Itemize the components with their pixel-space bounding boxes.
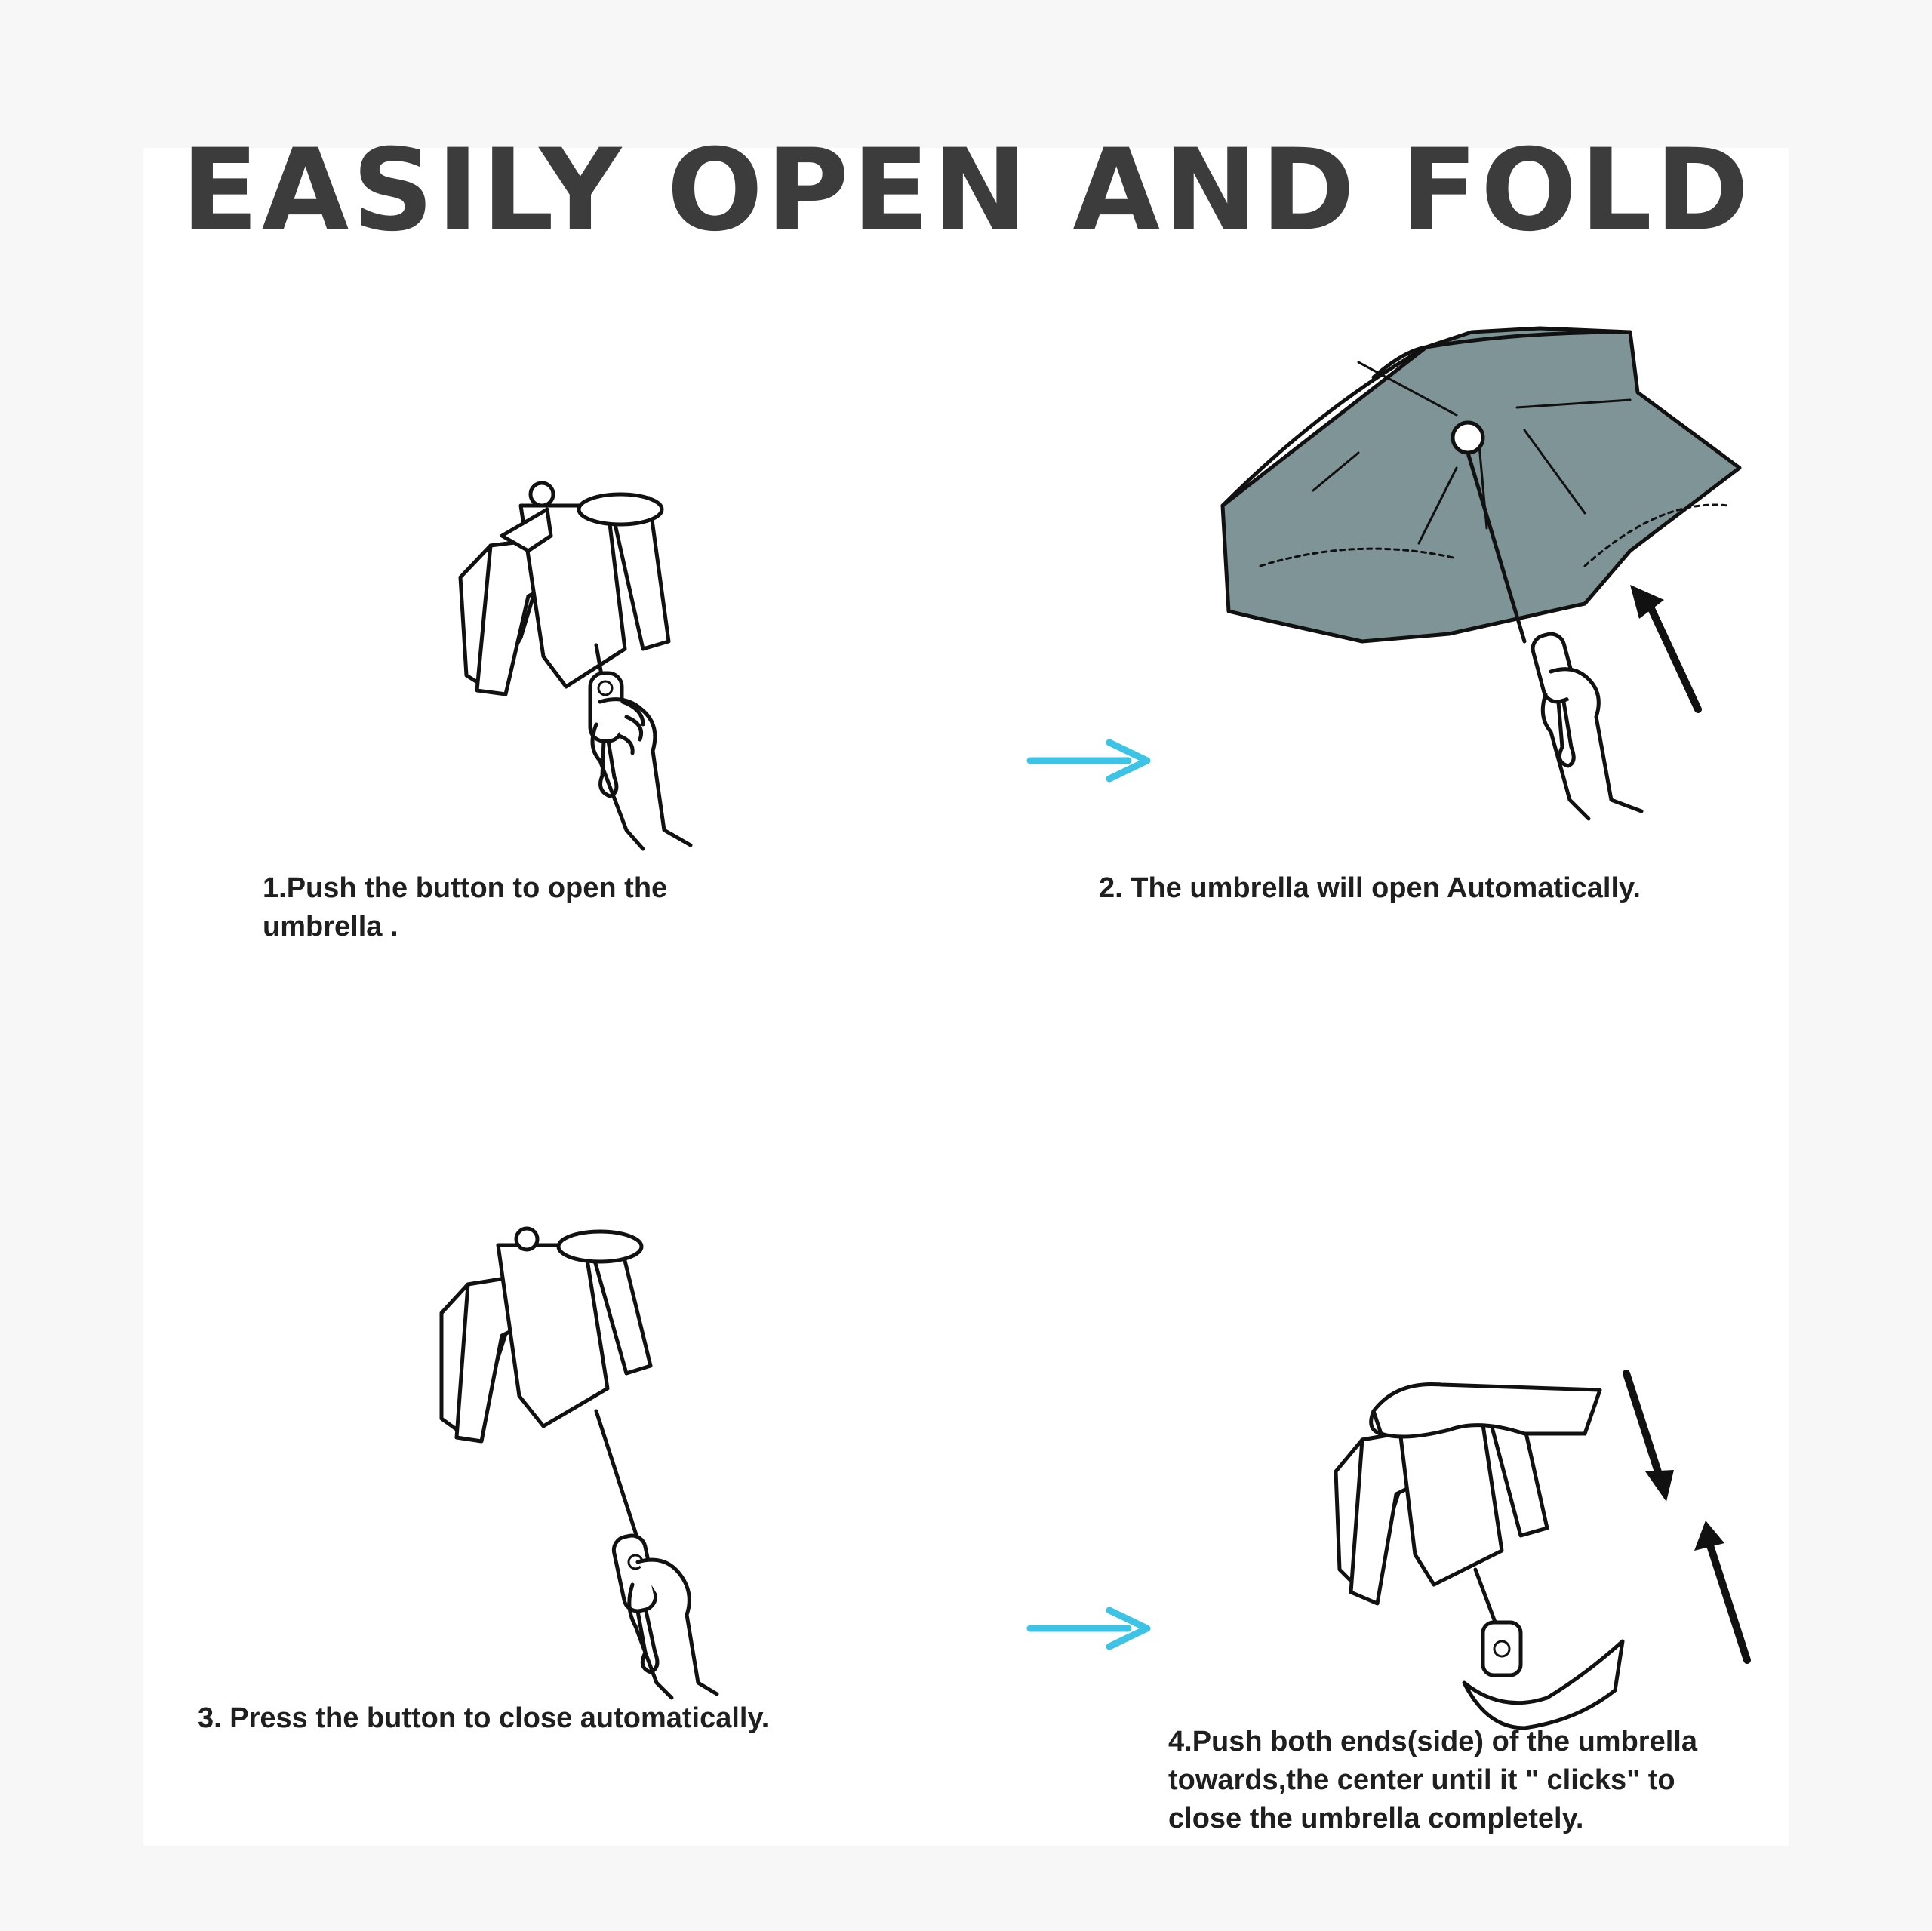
hand-icon [1530, 631, 1641, 819]
page-title: EASILY OPEN AND FOLD [181, 134, 1752, 248]
arrow-right-icon [1026, 1606, 1155, 1651]
step-3-caption: 3. Press the button to close automatical… [198, 1699, 769, 1738]
arrow-up-icon [1630, 585, 1698, 709]
step-4-illustration [1328, 1358, 1781, 1736]
step-3-illustration [438, 1230, 770, 1698]
hand-icon [1371, 1384, 1600, 1437]
arrow-down-icon [1626, 1373, 1674, 1502]
hand-icon [611, 1533, 717, 1698]
step-1-illustration [445, 475, 732, 853]
hand-icon [590, 673, 691, 849]
umbrella-closed-illustration [441, 1228, 651, 1539]
hand-icon [1464, 1622, 1623, 1728]
arrow-right-icon [1026, 738, 1155, 783]
step-2-caption: 2. The umbrella will open Automatically. [1099, 869, 1641, 908]
step-2-illustration [1208, 317, 1781, 860]
umbrella-open-illustration [1223, 328, 1740, 641]
arrow-up-icon [1694, 1521, 1747, 1660]
umbrella-closed-illustration [460, 483, 669, 694]
